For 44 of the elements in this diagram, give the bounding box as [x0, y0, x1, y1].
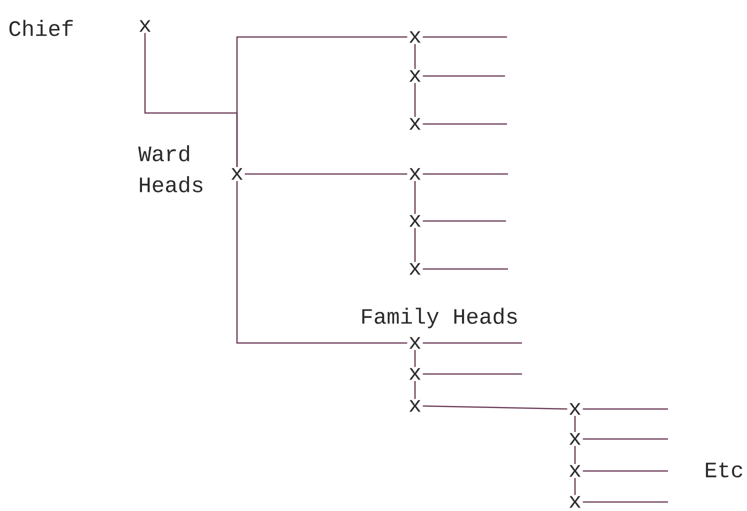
stub-line — [422, 173, 508, 175]
stub-line — [422, 373, 522, 375]
note-label: Etc — [706, 462, 742, 478]
stub-line — [422, 123, 507, 125]
stub-line — [582, 408, 668, 410]
stub-line — [422, 36, 507, 38]
x-mark: x — [409, 118, 421, 130]
node-label: Ward Heads — [138, 145, 202, 192]
branch-line — [414, 181, 416, 214]
x-mark: x — [409, 168, 421, 180]
branch-line — [414, 381, 416, 399]
branch-line — [574, 416, 576, 432]
stub-line — [582, 501, 668, 503]
x-mark: x — [569, 496, 581, 508]
stub-line — [422, 220, 506, 222]
node-label: Family Heads — [362, 308, 517, 328]
x-mark: x — [139, 20, 151, 32]
branch-line — [414, 350, 416, 367]
node-label: Chief — [9, 20, 73, 36]
x-mark: x — [569, 403, 581, 415]
x-mark: x — [569, 465, 581, 477]
stub-line — [582, 470, 668, 472]
x-mark: x — [569, 433, 581, 445]
stub-line — [422, 268, 508, 270]
branch-line — [236, 181, 408, 344]
stub-line — [582, 438, 668, 440]
stub-line — [422, 75, 505, 77]
x-mark: x — [409, 400, 421, 412]
branch-line — [574, 446, 576, 464]
branch-line — [236, 36, 408, 167]
branch-line — [414, 83, 416, 117]
x-mark: x — [409, 263, 421, 275]
x-mark: x — [409, 70, 421, 82]
branch-line — [244, 173, 408, 175]
branch-line — [422, 405, 568, 410]
branch-line — [414, 44, 416, 69]
branch-line — [414, 228, 416, 262]
x-mark: x — [409, 368, 421, 380]
branch-line — [574, 478, 576, 495]
x-mark: x — [409, 215, 421, 227]
x-mark: x — [231, 168, 243, 180]
x-mark: x — [409, 337, 421, 349]
stub-line — [422, 342, 522, 344]
x-mark: x — [409, 31, 421, 43]
